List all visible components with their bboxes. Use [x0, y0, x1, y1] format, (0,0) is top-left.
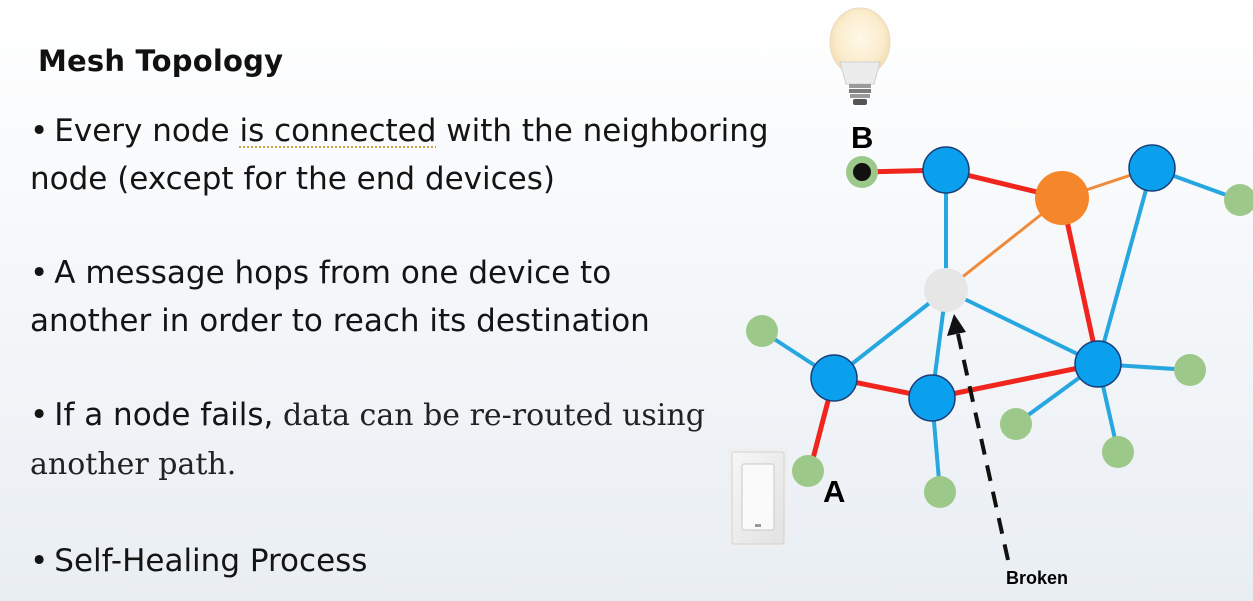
- router-node: [923, 147, 969, 193]
- router-node: [909, 375, 955, 421]
- end-device-node: [746, 315, 778, 347]
- end-device-node: [1174, 354, 1206, 386]
- end-devices: [746, 156, 1253, 508]
- node-b-dot: [853, 163, 871, 181]
- label-a: A: [823, 474, 845, 509]
- link: [946, 290, 1098, 364]
- label-b: B: [851, 120, 873, 155]
- end-device-node: [924, 476, 956, 508]
- link: [1098, 168, 1152, 364]
- failed-node: [924, 268, 968, 312]
- light-bulb-icon: [830, 8, 890, 105]
- end-device-node: [792, 455, 824, 487]
- router-node: [811, 355, 857, 401]
- end-device-node: [1224, 184, 1253, 216]
- router-node: [1129, 145, 1175, 191]
- label-broken: Broken: [1006, 568, 1068, 588]
- end-device-node: [1000, 408, 1032, 440]
- router-node: [1075, 341, 1121, 387]
- coordinator-node: [1035, 171, 1089, 225]
- end-device-node: [1102, 436, 1134, 468]
- broken-arrow: [947, 314, 1008, 560]
- wall-switch-icon: [728, 448, 788, 548]
- mesh-links: [762, 168, 1240, 492]
